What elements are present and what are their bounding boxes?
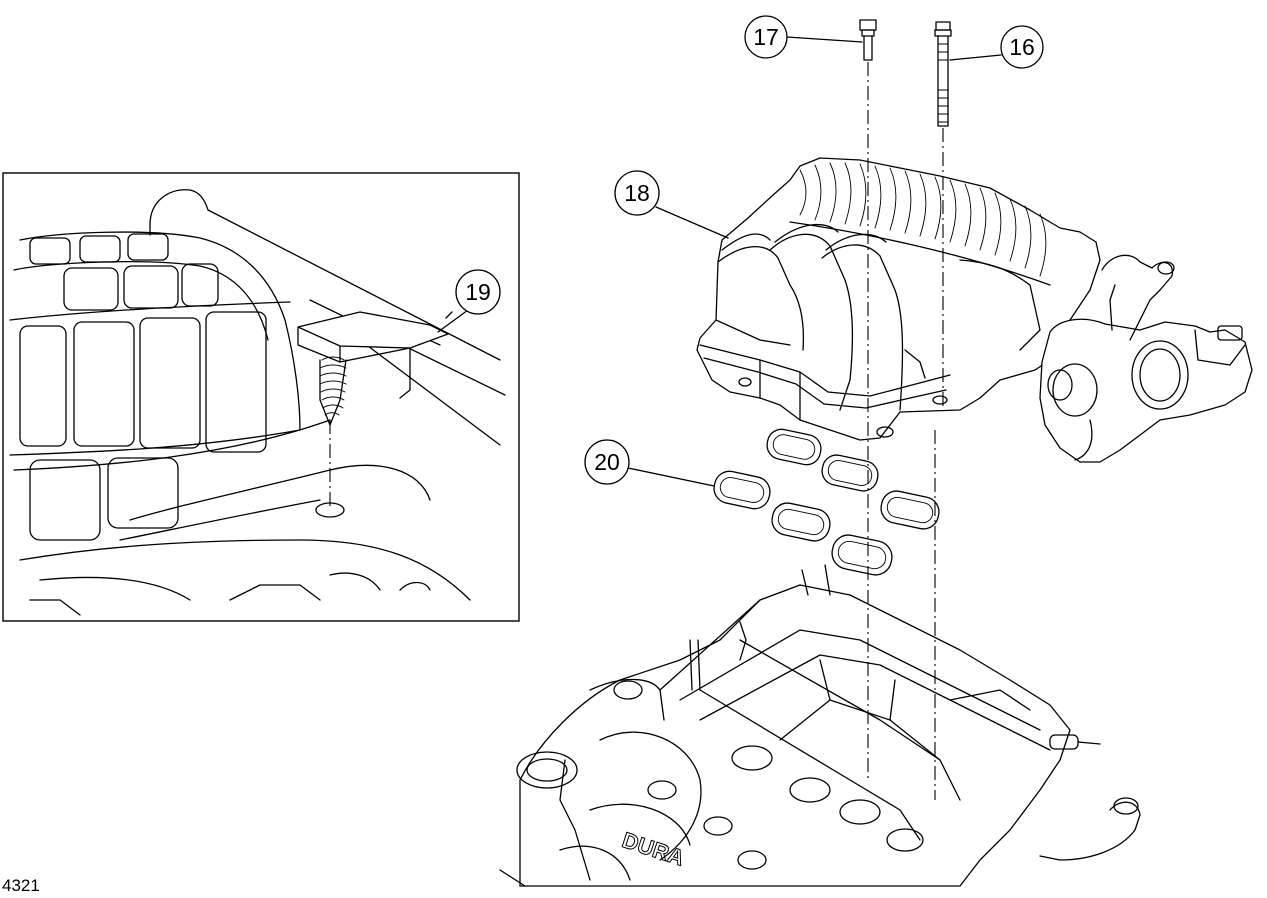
figure-id: 4321 xyxy=(2,876,40,895)
intake-manifold-icon xyxy=(696,157,1253,463)
callout-17: 17 xyxy=(744,15,863,59)
gasket-1 xyxy=(766,428,822,466)
callout-19: 19 xyxy=(437,269,501,333)
bolt-icon xyxy=(859,19,877,61)
callout-20-label: 20 xyxy=(594,449,620,475)
throttle-body xyxy=(1039,254,1253,463)
callout-16-label: 16 xyxy=(1009,34,1035,60)
gasket-6 xyxy=(831,534,893,576)
callout-19-label: 19 xyxy=(465,279,491,305)
clip-fastener-icon xyxy=(297,311,449,426)
callout-18-label: 18 xyxy=(624,180,650,206)
engine-block-icon: DURA xyxy=(499,564,1141,887)
gasket-2 xyxy=(821,454,879,492)
callout-17-label: 17 xyxy=(753,24,779,50)
manifold-closeup-drawing xyxy=(9,189,506,616)
gasket-5 xyxy=(880,490,940,530)
callout-18: 18 xyxy=(614,170,729,239)
stud-bolt-icon xyxy=(934,21,952,127)
gasket-icon xyxy=(713,428,940,576)
gasket-3 xyxy=(713,470,771,510)
callout-20: 20 xyxy=(584,439,715,487)
alignment-centerlines xyxy=(867,62,944,800)
detail-inset xyxy=(2,172,520,622)
gasket-4 xyxy=(771,502,831,542)
callout-16: 16 xyxy=(949,25,1044,69)
